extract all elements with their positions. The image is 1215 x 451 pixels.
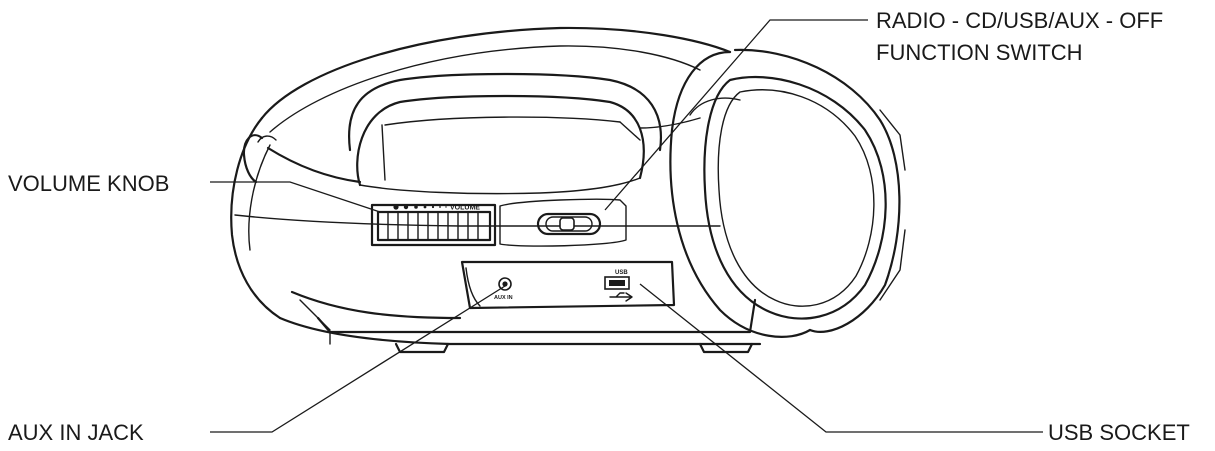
callout-labels: RADIO - CD/USB/AUX - OFF FUNCTION SWITCH… [8,8,1190,445]
volume-scale-dots [393,204,447,210]
boombox-body [230,26,762,354]
speaker-end-cap [669,48,906,338]
volume-knob: VOLUME [370,203,497,247]
usb-socket: USB [604,270,633,302]
aux-in-jack-leader [210,285,506,433]
aux-in-jack: AUX IN [494,277,513,301]
usb-socket-leader [639,283,1043,433]
carry-handle [266,72,701,195]
volume-knob-label: VOLUME KNOB [8,171,169,196]
function-switch-label-line2: FUNCTION SWITCH [876,40,1083,65]
usb-socket-label: USB SOCKET [1048,420,1190,445]
usb-symbol-icon [609,292,633,302]
leader-lines [210,19,1043,433]
volume-knob-leader [210,181,381,213]
volume-marking: VOLUME [450,205,480,212]
aux-in-jack-label: AUX IN JACK [8,420,144,445]
function-switch-label-line1: RADIO - CD/USB/AUX - OFF [876,8,1163,33]
function-switch [499,198,627,247]
usb-marking: USB [615,270,628,276]
function-switch-leader [604,19,868,211]
aux-in-marking: AUX IN [494,295,513,301]
volume-knob-ridges [387,211,479,241]
connector-panel: AUX IN USB [460,260,676,310]
